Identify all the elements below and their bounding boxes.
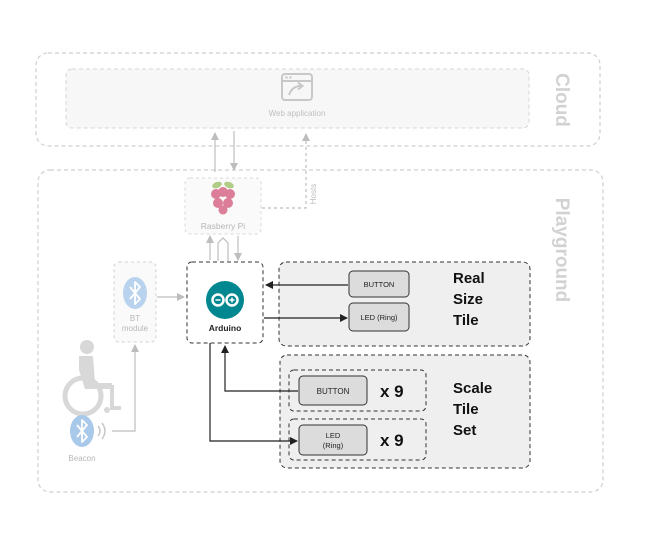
raspberry-pi-icon — [211, 181, 235, 215]
arduino-real-tile-connectors — [264, 281, 348, 322]
arduino-label: Arduino — [209, 323, 242, 333]
web-application-label: Web application — [269, 109, 326, 118]
real-tile-led-box: LED (Ring) — [348, 302, 410, 332]
real-tile-led-label: LED (Ring) — [360, 313, 398, 322]
real-tile-button-box: BUTTON — [348, 270, 410, 298]
real-size-tile-label-line3: Tile — [453, 312, 479, 329]
scale-led-box: LED (Ring) — [298, 424, 368, 456]
scale-led-label-line2: (Ring) — [323, 441, 344, 450]
scale-tile-set-label-line3: Set — [453, 422, 476, 439]
real-size-tile-group: BUTTON LED (Ring) Real Size Tile — [278, 261, 531, 347]
wheelchair-user-icon — [62, 340, 121, 417]
arduino-icon — [206, 281, 244, 319]
real-size-tile-label-line1: Real — [453, 270, 485, 287]
bluetooth-icon — [123, 277, 147, 309]
scale-button-multiplier: x 9 — [380, 382, 404, 401]
browser-window-icon — [281, 73, 313, 101]
scale-button-label: BUTTON — [317, 387, 350, 396]
cloud-region-label: Cloud — [551, 73, 572, 127]
raspberry-pi-label: Rasberry Pi — [201, 221, 246, 231]
beacon-to-bt-arrow — [112, 344, 139, 432]
arduino-scale-tile-connectors — [209, 343, 298, 445]
playground-region-label: Playground — [551, 198, 572, 303]
scale-tile-set-label-line1: Scale — [453, 380, 492, 397]
real-size-tile-label-line2: Size — [453, 291, 483, 308]
bt-module-label-line2: module — [122, 324, 149, 333]
beacon-label: Beacon — [68, 454, 95, 463]
playground-region: Playground — [37, 169, 604, 493]
scale-led-label-line1: LED — [326, 431, 341, 440]
cloud-pi-connectors — [211, 131, 310, 209]
beacon-bluetooth-icon — [70, 415, 94, 447]
scale-button-box: BUTTON — [298, 375, 368, 406]
scale-led-row — [288, 418, 427, 461]
scale-tile-set-group: BUTTON x 9 LED (Ring) x 9 Scale Tile Set — [279, 354, 531, 469]
scale-led-multiplier: x 9 — [380, 431, 404, 450]
bt-module-box: BT module — [113, 261, 157, 343]
signal-waves-icon — [97, 422, 106, 440]
raspberry-pi-box: Rasberry Pi — [184, 177, 262, 235]
arduino-box: Arduino — [186, 261, 264, 344]
scale-tile-set-label-line2: Tile — [453, 401, 479, 418]
real-tile-button-label: BUTTON — [364, 280, 395, 289]
web-application-box: Web application — [65, 68, 530, 129]
pi-arduino-connectors — [206, 235, 242, 261]
bt-module-label-line1: BT — [130, 314, 140, 323]
hosts-label: Hosts — [309, 184, 318, 204]
cloud-region: Cloud Web application — [35, 52, 601, 147]
